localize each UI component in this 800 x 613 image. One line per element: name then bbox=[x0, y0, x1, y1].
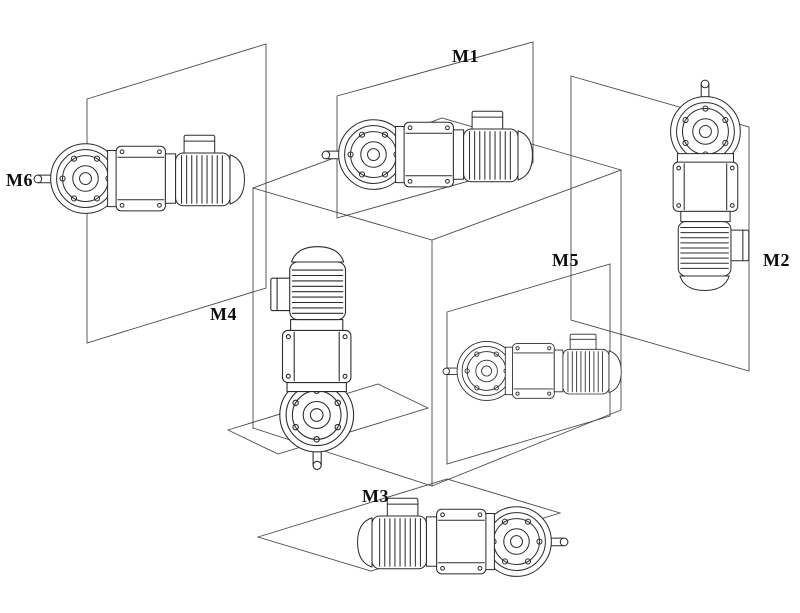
label-m1: M1 bbox=[452, 46, 479, 66]
gearmotor-m6-drawing bbox=[33, 134, 245, 214]
label-m3: M3 bbox=[362, 486, 389, 506]
mounting-plane-m3 bbox=[256, 478, 562, 572]
gearmotor-m3-drawing bbox=[357, 497, 569, 577]
mounting-plane-m5 bbox=[446, 263, 611, 465]
gearmotor-m4-drawing bbox=[270, 246, 355, 470]
gearmotor-m1-drawing bbox=[321, 110, 533, 190]
gearmotor-m5-drawing bbox=[442, 333, 622, 401]
label-m2: M2 bbox=[763, 250, 790, 270]
mounting-plane-m1 bbox=[336, 41, 534, 219]
label-m5: M5 bbox=[552, 250, 579, 270]
gearmotor-m2-drawing bbox=[670, 79, 750, 291]
mounting-plane-m6 bbox=[86, 43, 267, 344]
label-m4: M4 bbox=[210, 304, 237, 324]
mounting-planes-back bbox=[86, 41, 750, 372]
label-m6: M6 bbox=[6, 170, 33, 190]
